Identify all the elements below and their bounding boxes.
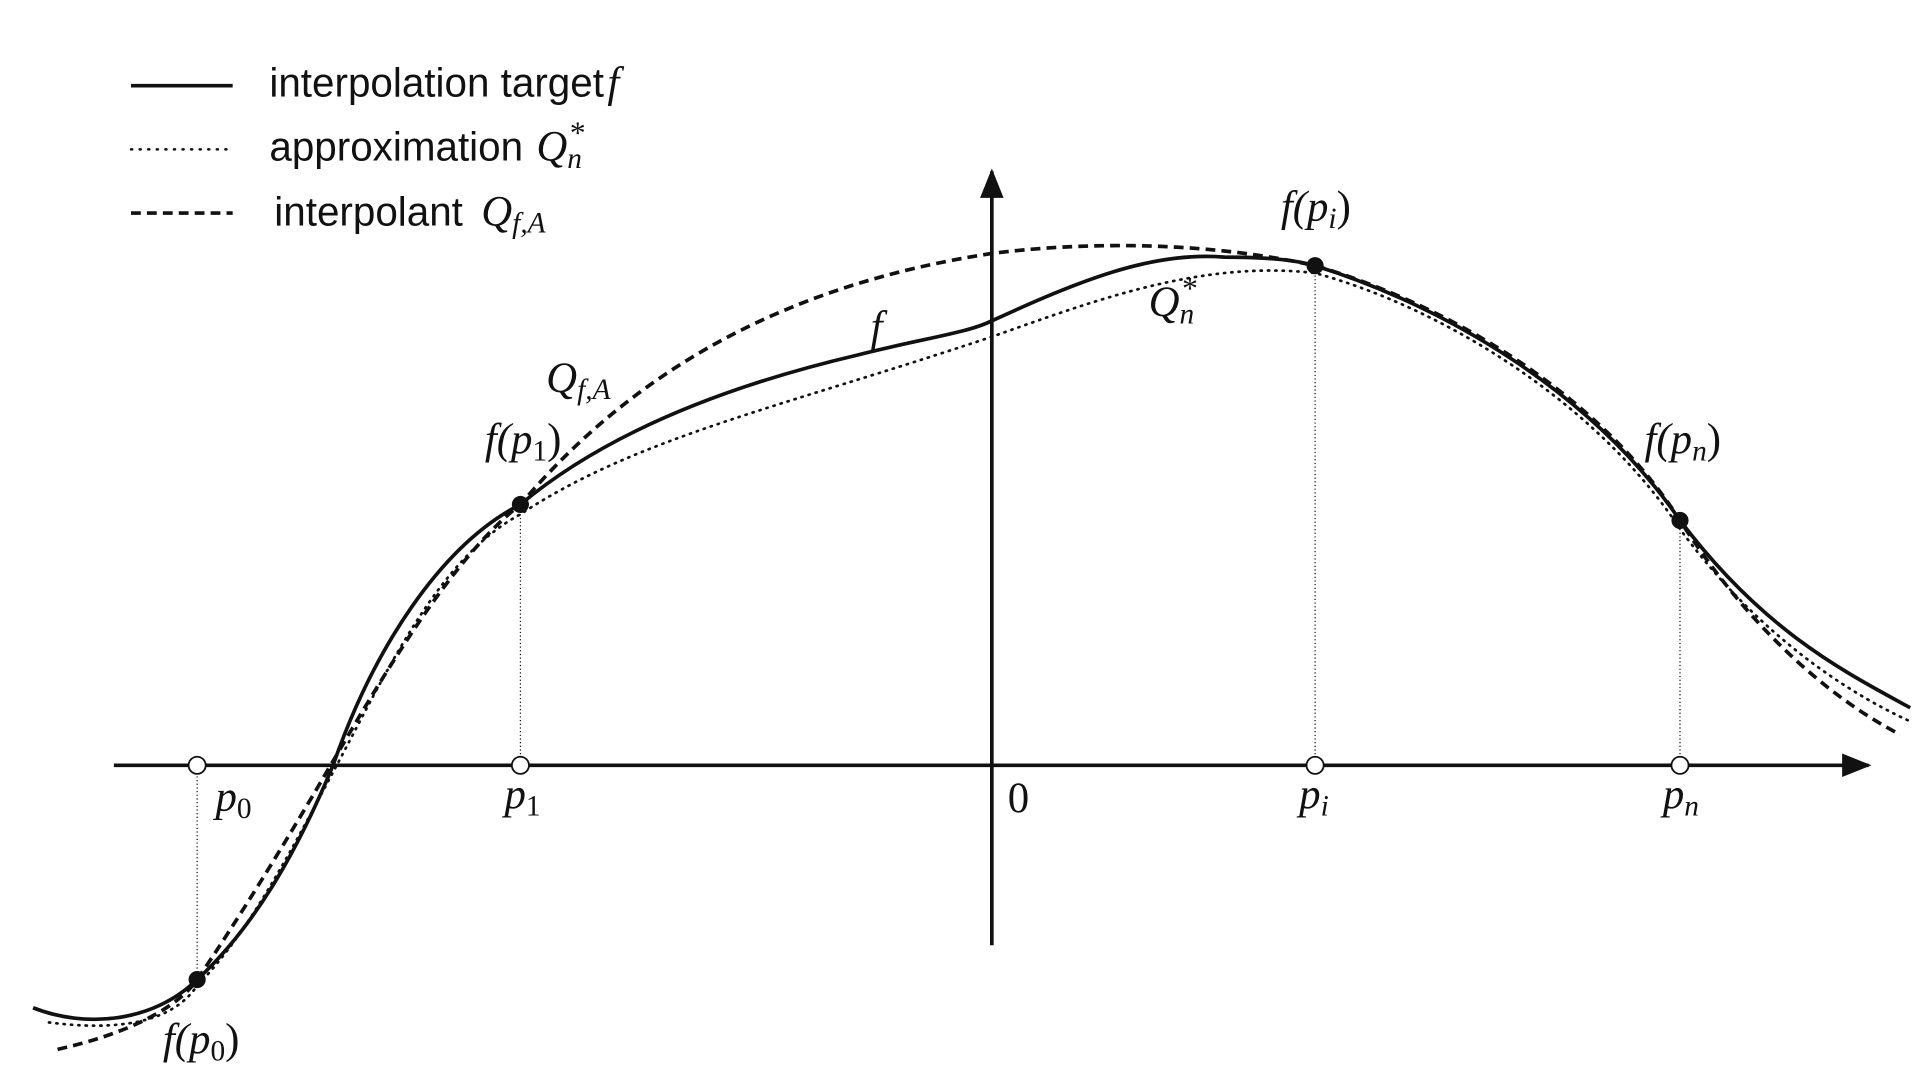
legend-interpolant-label: interpolant — [274, 188, 463, 234]
curve-label-q-fa: Qf,A — [546, 355, 611, 406]
value-point-p1 — [511, 495, 529, 514]
axis-node-pn — [1670, 755, 1690, 775]
legend-target-label: interpolation target — [269, 60, 604, 106]
value-label-p1: f(p1) — [485, 416, 562, 467]
axis-label-pn: pn — [1660, 771, 1699, 822]
legend-interpolant-symbol: Qf,A — [481, 188, 546, 239]
node-p1: p1 f(p1) — [485, 416, 562, 822]
value-point-p0 — [188, 971, 206, 989]
value-point-pn — [1671, 511, 1689, 529]
interpolant-curve — [57, 243, 1902, 1052]
axis-node-p1 — [510, 755, 530, 775]
legend-approximation-symbol: Qn* — [536, 115, 585, 174]
target-curve — [32, 254, 1912, 1022]
axis-label-pi: pi — [1296, 771, 1329, 822]
value-point-pi — [1306, 257, 1324, 275]
axis-node-p0 — [187, 755, 207, 775]
node-pn: pn f(pn) — [1644, 416, 1721, 822]
axis-node-pi — [1305, 755, 1325, 775]
value-label-pn: f(pn) — [1644, 416, 1721, 467]
approximation-curve — [47, 269, 1914, 1027]
value-label-p0: f(p0) — [163, 1016, 240, 1067]
curve-label-f: f — [871, 303, 888, 350]
axis-label-p0: p0 — [213, 774, 252, 825]
value-label-pi: f(pi) — [1281, 183, 1351, 234]
origin-label: 0 — [1008, 775, 1029, 822]
node-p0: p0 f(p0) — [163, 755, 252, 1067]
node-pi: pi f(pi) — [1281, 183, 1351, 822]
curve-label-q-star: Qn* — [1149, 271, 1198, 330]
axis-label-p1: p1 — [501, 771, 540, 822]
legend: interpolation target f approximation Qn*… — [129, 60, 624, 240]
legend-approximation-label: approximation — [269, 123, 523, 169]
legend-target-symbol: f — [607, 60, 624, 107]
